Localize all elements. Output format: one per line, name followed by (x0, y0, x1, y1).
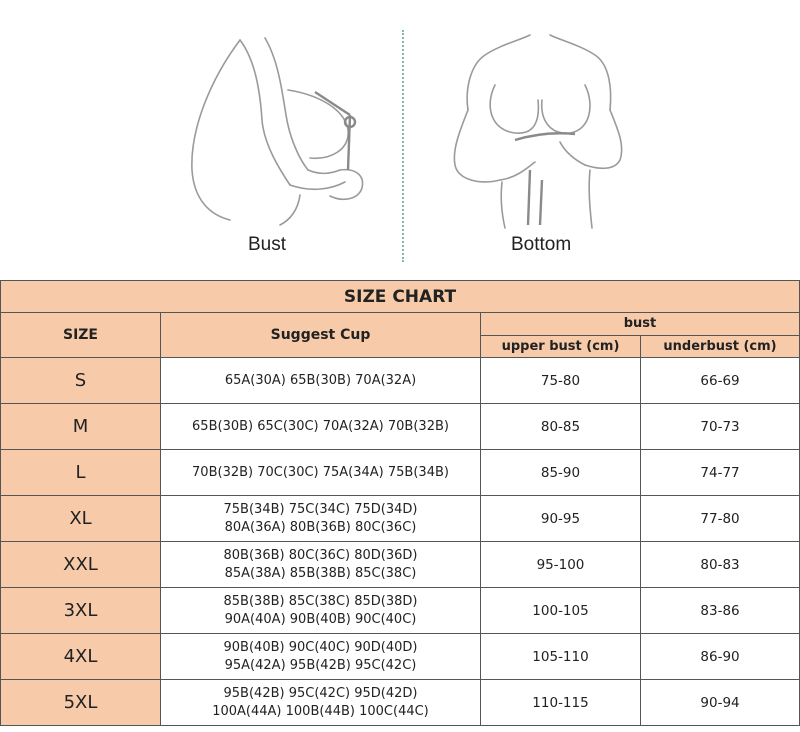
underbust-value: 74-77 (639, 449, 800, 496)
cup-value: 65A(30A) 65B(30B) 70A(32A) (160, 357, 481, 404)
upper-bust-value: 80-85 (480, 403, 641, 450)
upper-bust-value: 110-115 (480, 679, 641, 726)
cup-value: 65B(30B) 65C(30C) 70A(32A) 70B(32B) (160, 403, 481, 450)
size-chart-table: SIZE CHART SIZE Suggest Cup bust upper b… (0, 280, 800, 726)
upper-bust-value: 85-90 (480, 449, 641, 496)
underbust-value: 90-94 (639, 679, 800, 726)
size-chart-title: SIZE CHART (0, 280, 800, 313)
underbust-value: 83-86 (639, 587, 800, 634)
table-row: S 65A(30A) 65B(30B) 70A(32A) 75-80 66-69 (0, 357, 800, 404)
table-row: XXL 80B(36B) 80C(36C) 80D(36D) 85A(38A) … (0, 541, 800, 588)
table-row: XL 75B(34B) 75C(34C) 75D(34D) 80A(36A) 8… (0, 495, 800, 542)
underbust-value: 80-83 (639, 541, 800, 588)
bottom-label: Bottom (511, 234, 572, 255)
size-value: XXL (0, 541, 161, 588)
size-value: XL (0, 495, 161, 542)
size-value: M (0, 403, 161, 450)
underbust-value: 86-90 (639, 633, 800, 680)
cup-value: 90B(40B) 90C(40C) 90D(40D) 95A(42A) 95B(… (160, 633, 481, 680)
cup-line-1: 65A(30A) 65B(30B) 70A(32A) (224, 372, 417, 388)
cup-line-1: 95B(42B) 95C(42C) 95D(42D) (223, 685, 418, 701)
upper-bust-value: 75-80 (480, 357, 641, 404)
size-column-header: SIZE (0, 312, 161, 358)
size-value: S (0, 357, 161, 404)
bottom-measurement-figure (453, 34, 623, 229)
cup-line-1: 65B(30B) 65C(30C) 70A(32A) 70B(32B) (192, 418, 449, 434)
cup-line-1: 80B(36B) 80C(36C) 80D(36D) (223, 547, 418, 563)
underbust-value: 70-73 (639, 403, 800, 450)
cup-line-1: 90B(40B) 90C(40C) 90D(40D) (223, 639, 418, 655)
measurement-illustrations: Bust Bottom (0, 0, 800, 272)
table-row: 5XL 95B(42B) 95C(42C) 95D(42D) 100A(44A)… (0, 679, 800, 726)
upper-bust-value: 90-95 (480, 495, 641, 542)
underbust-value: 66-69 (639, 357, 800, 404)
size-chart: SIZE CHART SIZE Suggest Cup bust upper b… (0, 280, 800, 732)
cup-value: 75B(34B) 75C(34C) 75D(34D) 80A(36A) 80B(… (160, 495, 481, 542)
underbust-column-header: underbust (cm) (639, 334, 800, 358)
figure-divider (402, 30, 404, 262)
cup-value: 80B(36B) 80C(36C) 80D(36D) 85A(38A) 85B(… (160, 541, 481, 588)
size-value: L (0, 449, 161, 496)
table-row: M 65B(30B) 65C(30C) 70A(32A) 70B(32B) 80… (0, 403, 800, 450)
table-row: 3XL 85B(38B) 85C(38C) 85D(38D) 90A(40A) … (0, 587, 800, 634)
suggest-cup-column-header: Suggest Cup (160, 312, 481, 358)
upper-bust-column-header: upper bust (cm) (480, 334, 641, 358)
bust-label: Bust (248, 234, 287, 255)
size-value: 5XL (0, 679, 161, 726)
cup-line-2: 90A(40A) 90B(40B) 90C(40C) (224, 611, 417, 627)
cup-line-1: 75B(34B) 75C(34C) 75D(34D) (223, 501, 418, 517)
table-row: L 70B(32B) 70C(30C) 75A(34A) 75B(34B) 85… (0, 449, 800, 496)
underbust-value: 77-80 (639, 495, 800, 542)
table-row: 4XL 90B(40B) 90C(40C) 90D(40D) 95A(42A) … (0, 633, 800, 680)
size-value: 4XL (0, 633, 161, 680)
upper-bust-value: 95-100 (480, 541, 641, 588)
upper-bust-value: 100-105 (480, 587, 641, 634)
size-value: 3XL (0, 587, 161, 634)
cup-line-1: 85B(38B) 85C(38C) 85D(38D) (223, 593, 418, 609)
upper-bust-value: 105-110 (480, 633, 641, 680)
bust-group-header: bust (479, 312, 800, 336)
cup-line-2: 85A(38A) 85B(38B) 85C(38C) (224, 565, 417, 581)
cup-value: 95B(42B) 95C(42C) 95D(42D) 100A(44A) 100… (160, 679, 481, 726)
cup-line-2: 100A(44A) 100B(44B) 100C(44C) (212, 703, 429, 719)
cup-line-2: 95A(42A) 95B(42B) 95C(42C) (224, 657, 417, 673)
cup-value: 85B(38B) 85C(38C) 85D(38D) 90A(40A) 90B(… (160, 587, 481, 634)
cup-line-2: 80A(36A) 80B(36B) 80C(36C) (224, 519, 417, 535)
bust-measurement-figure (191, 37, 364, 226)
cup-line-1: 70B(32B) 70C(30C) 75A(34A) 75B(34B) (192, 464, 449, 480)
cup-value: 70B(32B) 70C(30C) 75A(34A) 75B(34B) (160, 449, 481, 496)
